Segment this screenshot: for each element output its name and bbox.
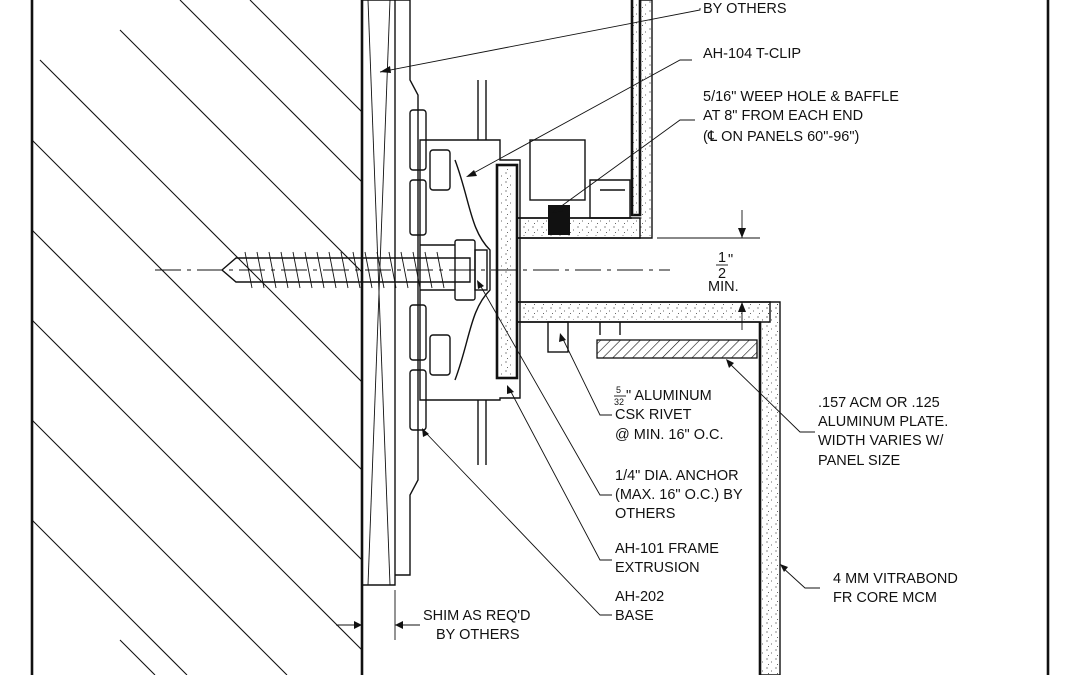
mcm-label-line1: 4 MM VITRABOND — [833, 571, 958, 587]
shim-dimension — [336, 590, 420, 640]
half-inch-unit: " — [728, 252, 733, 268]
shim-label-line2: BY OTHERS — [436, 627, 520, 643]
drawing-border — [30, 0, 1050, 675]
anchor-label-line3: OTHERS — [615, 506, 675, 522]
half-inch-numerator: 1 — [718, 250, 726, 266]
frame-label-line2: EXTRUSION — [615, 560, 700, 576]
plate-label-line3: WIDTH VARIES W/ — [818, 433, 944, 449]
by-others-top-label: BY OTHERS — [703, 1, 787, 17]
frame-label-line1: AH-101 FRAME — [615, 541, 719, 557]
min-label: MIN. — [708, 279, 739, 295]
plate-label-line1: .157 ACM OR .125 — [818, 395, 940, 411]
half-inch-dimension — [657, 210, 760, 330]
mcm-label-line2: FR CORE MCM — [833, 590, 937, 606]
ah-101-frame-extrusion — [419, 80, 521, 465]
leader-lines — [379, 8, 820, 616]
half-inch-denominator: 2 — [718, 266, 726, 282]
t-clip-label: AH-104 T-CLIP — [703, 46, 801, 62]
shim — [361, 0, 396, 586]
ah-202-base — [395, 0, 427, 576]
base-label-line1: AH-202 — [615, 589, 664, 605]
anchor-label-line2: (MAX. 16" O.C.) BY — [615, 487, 743, 503]
plate-label-line2: ALUMINUM PLATE. — [818, 414, 948, 430]
weep-hole-label-line3: (℄ ON PANELS 60"-96") — [703, 129, 859, 145]
base-label-line2: BASE — [615, 608, 654, 624]
upper-mcm-panel — [516, 0, 653, 239]
anchor-label-line1: 1/4" DIA. ANCHOR — [615, 468, 739, 484]
rivet-label-line3: @ MIN. 16" O.C. — [615, 427, 724, 443]
rivet-fraction-numerator: 5 — [616, 385, 621, 395]
rivet-label-line2: CSK RIVET — [615, 407, 692, 423]
rivet-label-line1: " ALUMINUM — [626, 388, 712, 404]
substrate-wall-hatch — [32, 0, 362, 675]
weep-hole-label-line1: 5/16" WEEP HOLE & BAFFLE — [703, 89, 899, 105]
weep-hole-label-line2: AT 8" FROM EACH END — [703, 108, 863, 124]
rivet-fraction-denominator: 32 — [614, 397, 624, 407]
stiffener-plate — [596, 339, 758, 359]
plate-label-line4: PANEL SIZE — [818, 453, 901, 469]
shim-label-line1: SHIM AS REQ'D — [423, 608, 531, 624]
